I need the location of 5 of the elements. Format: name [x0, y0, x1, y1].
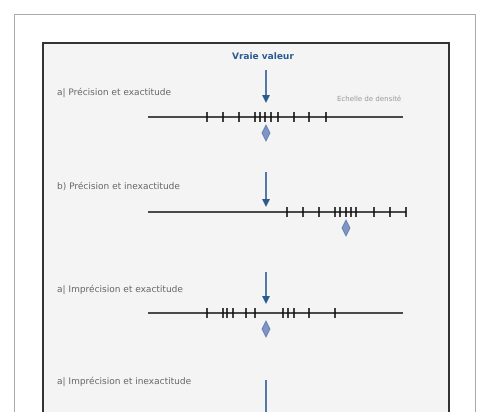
case-label: b) Précision et inexactitude: [57, 182, 180, 192]
case-label: a| Imprécision et exactitude: [57, 285, 183, 295]
case-label: a| Imprécision et inexactitude: [57, 377, 192, 387]
title-label: Vraie valeur: [232, 52, 294, 62]
case-label: a| Précision et exactitude: [57, 88, 172, 98]
